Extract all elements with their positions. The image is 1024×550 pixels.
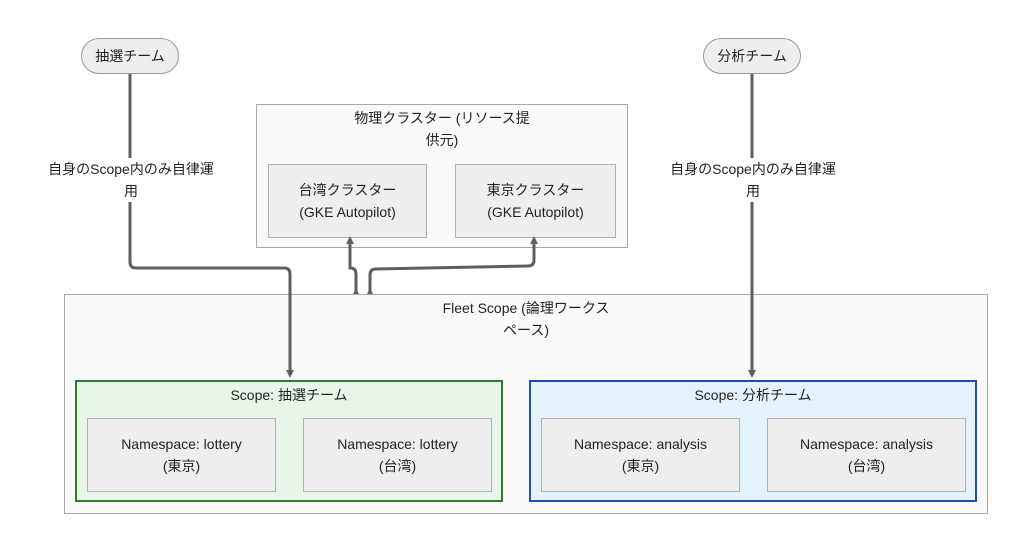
- edge-label-analysis: 自身のScope内のみ自律運 用: [658, 158, 848, 202]
- physical-clusters-title-line1: 物理クラスター (リソース提: [354, 110, 530, 126]
- fleet-scope-title-line1: Fleet Scope (論理ワークス: [442, 300, 610, 316]
- team-node-analysis[interactable]: 分析チーム: [703, 38, 801, 74]
- namespace-lottery-tokyo-region: (東京): [162, 458, 201, 474]
- namespace-node-lottery-tokyo[interactable]: Namespace: lottery (東京): [87, 418, 276, 492]
- edge-label-lottery-line1: 自身のScope内のみ自律運: [48, 161, 214, 177]
- namespace-lottery-taiwan-name: Namespace: lottery: [337, 436, 458, 452]
- scope-group-analysis[interactable]: Scope: 分析チーム Namespace: analysis (東京) Na…: [529, 380, 977, 502]
- cluster-tokyo-type: (GKE Autopilot): [487, 204, 584, 220]
- scope-group-lottery[interactable]: Scope: 抽選チーム Namespace: lottery (東京) Nam…: [75, 380, 503, 502]
- team-node-lottery-label: 抽選チーム: [95, 48, 165, 64]
- fleet-scope-title-line2: ペース): [503, 322, 549, 338]
- team-node-lottery[interactable]: 抽選チーム: [81, 38, 179, 74]
- cluster-tokyo-name: 東京クラスター: [486, 182, 585, 198]
- namespace-analysis-tokyo-region: (東京): [621, 458, 660, 474]
- physical-clusters-title-line2: 供元): [425, 132, 459, 148]
- namespace-analysis-tokyo-name: Namespace: analysis: [573, 436, 708, 452]
- namespace-lottery-taiwan-region: (台湾): [378, 458, 417, 474]
- namespace-node-lottery-taiwan[interactable]: Namespace: lottery (台湾): [303, 418, 492, 492]
- cluster-node-taiwan[interactable]: 台湾クラスター (GKE Autopilot): [268, 164, 427, 238]
- fleet-scope-group: Fleet Scope (論理ワークス ペース) Scope: 抽選チーム Na…: [64, 294, 988, 514]
- namespace-node-analysis-tokyo[interactable]: Namespace: analysis (東京): [541, 418, 740, 492]
- cluster-node-tokyo[interactable]: 東京クラスター (GKE Autopilot): [455, 164, 616, 238]
- namespace-analysis-taiwan-region: (台湾): [847, 458, 886, 474]
- cluster-taiwan-type: (GKE Autopilot): [299, 204, 396, 220]
- team-node-analysis-label: 分析チーム: [717, 48, 787, 64]
- edge-label-analysis-line2: 用: [746, 183, 760, 199]
- cluster-taiwan-name: 台湾クラスター: [298, 182, 397, 198]
- scope-analysis-title: Scope: 分析チーム: [694, 387, 812, 403]
- edge-label-lottery: 自身のScope内のみ自律運 用: [36, 158, 226, 202]
- edge-label-lottery-line2: 用: [124, 183, 138, 199]
- scope-lottery-title: Scope: 抽選チーム: [230, 387, 348, 403]
- namespace-node-analysis-taiwan[interactable]: Namespace: analysis (台湾): [767, 418, 966, 492]
- namespace-analysis-taiwan-name: Namespace: analysis: [799, 436, 934, 452]
- physical-clusters-title: 物理クラスター (リソース提 供元): [257, 107, 627, 151]
- physical-clusters-group: 物理クラスター (リソース提 供元) 台湾クラスター (GKE Autopilo…: [256, 104, 628, 248]
- edge-label-analysis-line1: 自身のScope内のみ自律運: [670, 161, 836, 177]
- namespace-lottery-tokyo-name: Namespace: lottery: [121, 436, 242, 452]
- fleet-scope-title: Fleet Scope (論理ワークス ペース): [65, 297, 987, 341]
